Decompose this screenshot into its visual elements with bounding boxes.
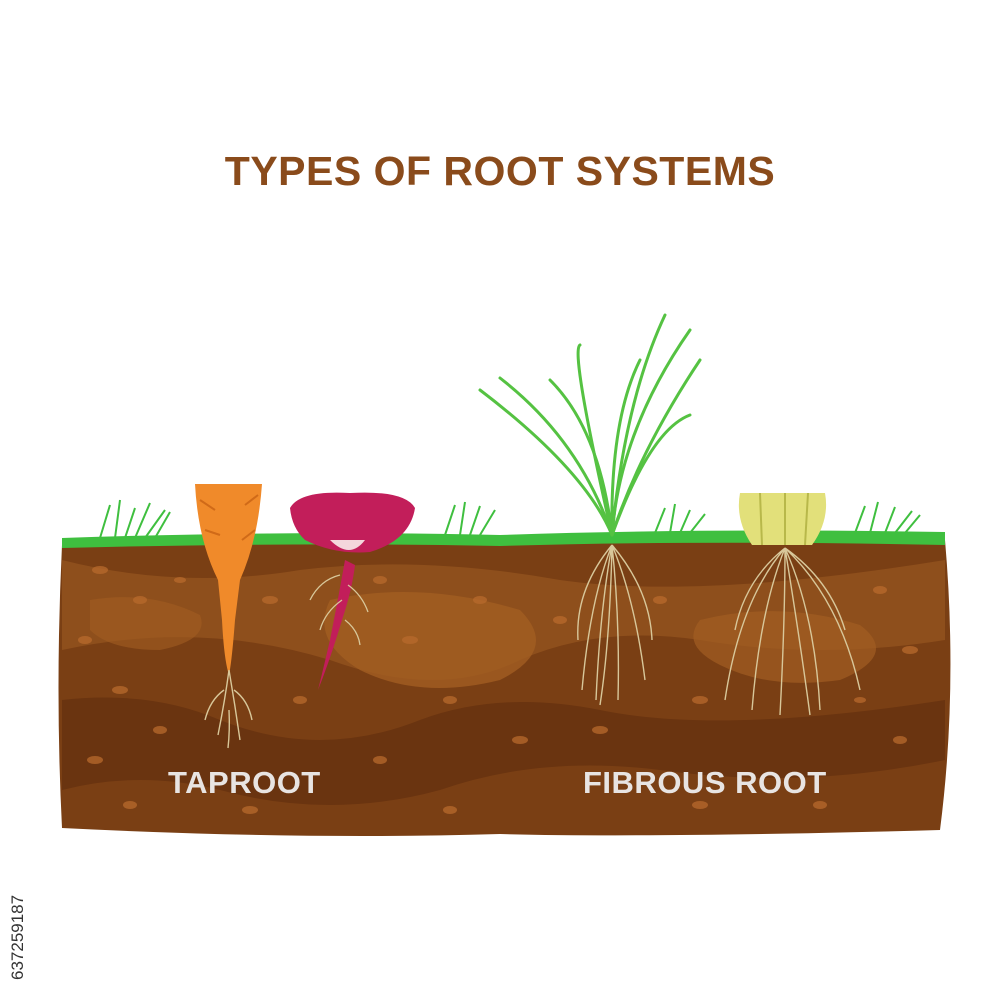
stock-id: 637259187 <box>8 894 27 980</box>
green-onion-icon <box>478 313 702 706</box>
radish-icon <box>290 492 415 690</box>
taproot-label: TAPROOT <box>168 765 321 800</box>
fibrous-root-label: FIBROUS ROOT <box>583 765 827 800</box>
soil-pebbles <box>78 566 918 814</box>
carrot-icon <box>195 484 262 749</box>
soil-layer-patch <box>693 611 876 683</box>
soil-layer-band <box>62 697 945 805</box>
onion-bulb-icon <box>724 492 861 716</box>
grass-strip <box>62 530 945 548</box>
soil-layer-patch <box>90 597 202 650</box>
soil-layer-patch <box>324 592 536 688</box>
diagram-title: TYPES OF ROOT SYSTEMS <box>224 148 776 194</box>
grass-tufts <box>99 499 921 539</box>
